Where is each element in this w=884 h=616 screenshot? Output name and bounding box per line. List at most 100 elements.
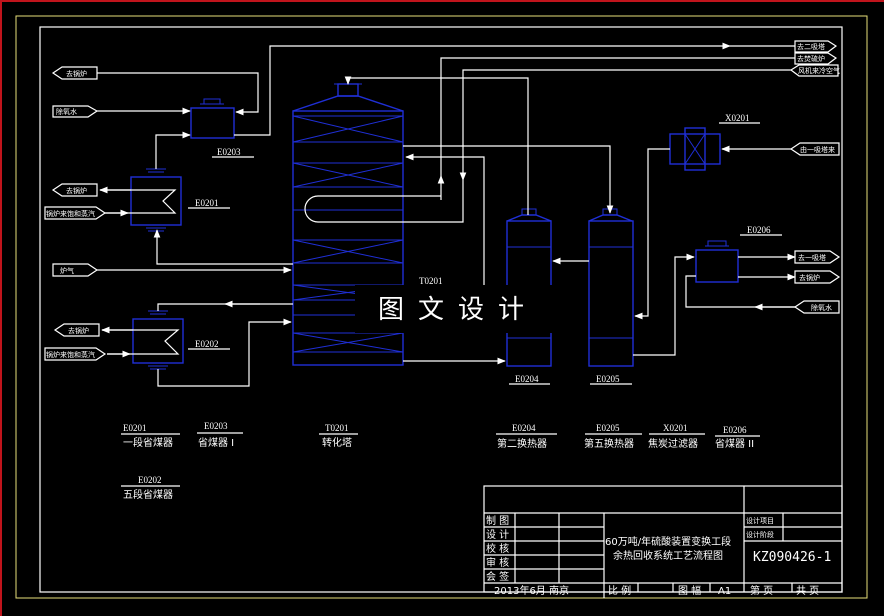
line-e0203-to-boiler [97, 72, 259, 116]
svg-text:风机来冷空气: 风机来冷空气 [798, 66, 840, 75]
equipment-e0201[interactable] [130, 168, 182, 232]
line-e0203-to-2nd-absorber [234, 42, 731, 136]
tag-to-boiler-3: 去锅炉 [53, 323, 100, 337]
svg-text:焦炭过滤器: 焦炭过滤器 [648, 437, 698, 450]
inner-frame [15, 15, 868, 599]
svg-text:去锅炉: 去锅炉 [66, 186, 87, 195]
line-x0201-to-e0205 [634, 148, 670, 320]
legend-item: E0201 一段省煤器 [121, 423, 180, 449]
e0201-coil [100, 189, 177, 214]
svg-text:图文设计: 图文设计 [378, 295, 538, 325]
drawing-title-line2: 余热回收系统工艺流程图 [613, 549, 723, 562]
svg-text:五段省煤器: 五段省煤器 [123, 488, 173, 501]
svg-text:审 核: 审 核 [486, 556, 509, 569]
svg-text:第五换热器: 第五换热器 [584, 437, 634, 450]
stream-tags-left: 去锅炉 除氧水 去锅炉 锅炉来饱和蒸汽 炉气 去锅炉 锅炉来饱和蒸汽 [44, 66, 107, 361]
svg-text:E0203: E0203 [217, 147, 241, 157]
legend-item: X0201 焦炭过滤器 [648, 423, 705, 450]
svg-text:E0206: E0206 [747, 225, 771, 235]
tag-to-2nd-absorber: 去二吸塔 [794, 40, 838, 53]
legend-item: E0205 第五换热器 [584, 423, 642, 450]
svg-text:去一吸塔: 去一吸塔 [798, 253, 826, 262]
svg-text:设计项目: 设计项目 [746, 516, 774, 525]
legend-item: T0201 转化塔 [319, 423, 358, 449]
svg-text:E0201: E0201 [123, 423, 147, 433]
tag-sat-steam-2: 锅炉来饱和蒸汽 [44, 347, 107, 361]
line-to-sulfur-furnace [440, 57, 795, 180]
svg-text:设计阶段: 设计阶段 [746, 530, 774, 539]
legend-item: E0203 省煤器 I [197, 421, 243, 449]
svg-text:E0201: E0201 [195, 198, 219, 208]
tag-furnace-gas: 炉气 [52, 263, 99, 277]
tower-internal-cooler [304, 180, 464, 223]
equipment-e0206[interactable] [695, 240, 739, 283]
svg-text:锅炉来饱和蒸汽: 锅炉来饱和蒸汽 [46, 209, 95, 218]
tag-to-boiler-2: 去锅炉 [51, 183, 98, 197]
tag-to-boiler-1: 去锅炉 [51, 66, 98, 80]
svg-text:E0206: E0206 [723, 425, 747, 435]
watermark: 图文设计 [355, 285, 553, 333]
svg-text:共 页: 共 页 [796, 585, 819, 597]
svg-text:X0201: X0201 [663, 423, 688, 433]
svg-text:E0204: E0204 [512, 423, 536, 433]
svg-text:第二换热器: 第二换热器 [497, 437, 547, 450]
svg-text:A1: A1 [718, 586, 731, 597]
line-fan-cold-air [459, 69, 791, 181]
svg-text:去焚硫炉: 去焚硫炉 [797, 54, 825, 63]
tag-from-1st-absorber: 由一吸塔来 [789, 142, 840, 156]
line-tower-to-e0205 [403, 145, 614, 214]
svg-text:省煤器 I: 省煤器 I [198, 436, 234, 449]
equipment-x0201[interactable] [669, 127, 721, 171]
tag-to-boiler-right: 去锅炉 [794, 270, 841, 284]
svg-text:会 签: 会 签 [486, 570, 509, 583]
svg-text:制 图: 制 图 [486, 514, 509, 527]
equipment-t0201-tower[interactable] [292, 83, 404, 366]
svg-text:T0201: T0201 [325, 423, 349, 433]
svg-text:第 页: 第 页 [750, 584, 773, 597]
svg-text:E0203: E0203 [204, 421, 228, 431]
svg-text:去锅炉: 去锅炉 [66, 69, 87, 78]
svg-text:X0201: X0201 [725, 113, 750, 123]
svg-text:T0201: T0201 [419, 276, 443, 286]
legend-item: E0202 五段省煤器 [121, 475, 180, 501]
tag-fan-cold-air: 风机来冷空气 [789, 64, 840, 77]
process-lines [97, 42, 796, 387]
equipment-e0205[interactable] [588, 208, 634, 367]
svg-text:E0202: E0202 [195, 339, 219, 349]
svg-text:由一吸塔来: 由一吸塔来 [800, 145, 835, 154]
stream-tags-right: 去二吸塔 去焚硫炉 风机来冷空气 由一吸塔来 去一吸塔 去锅炉 除氧水 [789, 40, 841, 314]
svg-text:去锅炉: 去锅炉 [68, 326, 89, 335]
svg-text:去锅炉: 去锅炉 [799, 273, 820, 282]
e0202-coil [102, 329, 180, 355]
svg-text:校 核: 校 核 [486, 542, 509, 555]
drawing-border [39, 26, 843, 593]
equipment-tags: E0203 E0201 E0202 T0201 E0204 E0205 X020… [188, 113, 782, 385]
svg-text:E0204: E0204 [515, 374, 539, 384]
line-x0201-to-tower [405, 153, 485, 290]
svg-text:E0205: E0205 [596, 423, 620, 433]
drawing-number: KZ090426-1 [753, 550, 831, 565]
line-e0205-to-e0206 [633, 253, 695, 356]
svg-text:锅炉来饱和蒸汽: 锅炉来饱和蒸汽 [46, 350, 95, 359]
line-deox-water-e0206 [685, 275, 795, 308]
equipment-e0203[interactable] [190, 98, 235, 139]
svg-text:图 幅: 图 幅 [678, 584, 701, 597]
drawing-title-line1: 60万吨/年硫酸装置变换工段 [605, 535, 731, 548]
equipment-e0202[interactable] [132, 310, 184, 370]
line-e0202-to-tower [157, 318, 292, 387]
tag-deox-water-left: 除氧水 [52, 105, 99, 118]
svg-text:炉气: 炉气 [60, 266, 74, 275]
tag-to-1st-absorber: 去一吸塔 [794, 250, 841, 264]
legend-item: E0204 第二换热器 [496, 423, 557, 450]
tag-sat-steam-1: 锅炉来饱和蒸汽 [44, 206, 107, 220]
tag-deox-water-right: 除氧水 [793, 300, 840, 314]
title-block: 制 图 设 计 校 核 审 核 会 签 2013年6月 南京 60万吨/年硫酸装… [483, 485, 843, 598]
date-place: 2013年6月 南京 [494, 584, 569, 597]
equipment-legend: E0201 一段省煤器 E0203 省煤器 I T0201 转化塔 E0204 … [121, 421, 760, 501]
svg-text:转化塔: 转化塔 [322, 436, 352, 449]
line-e0201-to-e0203 [155, 131, 191, 169]
svg-text:除氧水: 除氧水 [56, 107, 77, 116]
svg-text:比 例: 比 例 [608, 584, 631, 597]
svg-text:E0202: E0202 [138, 475, 162, 485]
